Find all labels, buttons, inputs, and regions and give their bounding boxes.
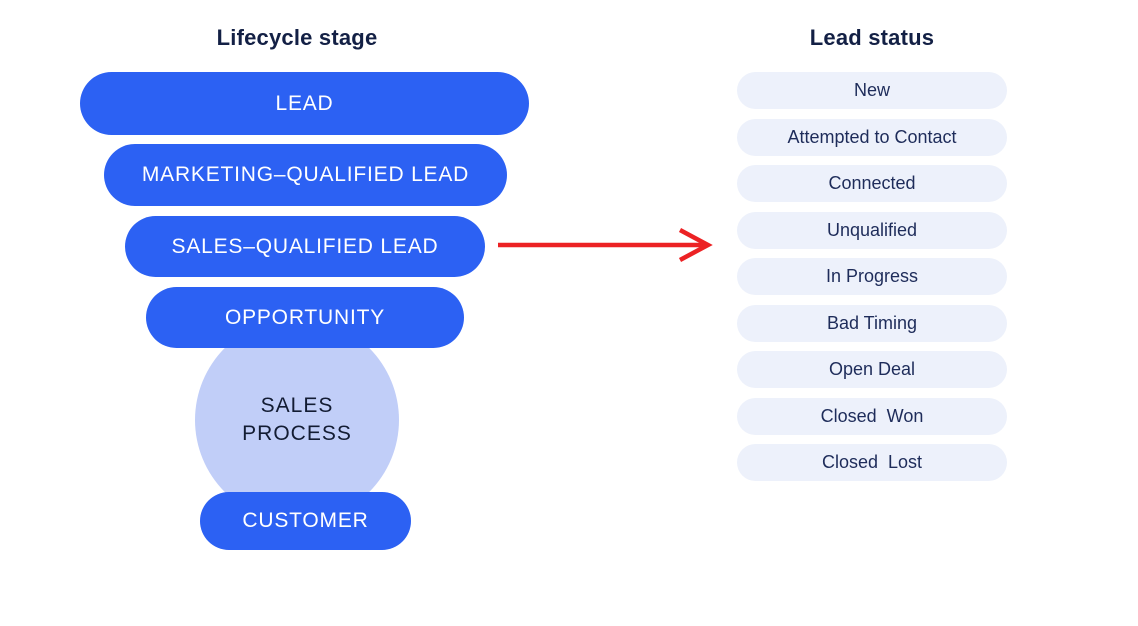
lifecycle-stage-title: Lifecycle stage xyxy=(216,25,378,50)
sales-process-line1: SALES xyxy=(260,394,334,417)
status-pill-attempted-to-contact: Attempted to Contact xyxy=(737,118,1007,156)
status-pill-open-deal: Open Deal xyxy=(737,351,1007,388)
funnel-stage-marketing-qualified-lead: MARKETING–QUALIFIED LEAD xyxy=(104,144,507,206)
lead-status-title: Lead status xyxy=(809,25,935,50)
status-pill-connected: Connected xyxy=(737,165,1007,202)
status-pill-bad-timing: Bad Timing xyxy=(737,304,1007,342)
status-pill-in-progress: In Progress xyxy=(737,258,1007,295)
sales-process-circle: SALES PROCESS xyxy=(195,318,399,522)
funnel-stage-lead: LEAD xyxy=(80,72,529,135)
funnel-stage-customer: CUSTOMER xyxy=(200,492,411,550)
status-pill-unqualified: Unqualified xyxy=(737,211,1007,249)
status-pill-new: New xyxy=(737,72,1007,109)
sales-process-line2: PROCESS xyxy=(242,422,352,445)
sales-process-label: SALES PROCESS xyxy=(242,392,352,448)
status-pill-closed-lost: Closed Lost xyxy=(737,444,1007,481)
status-pill-closed-won: Closed Won xyxy=(737,397,1007,435)
arrow-right-icon xyxy=(498,228,713,262)
funnel-stage-opportunity: OPPORTUNITY xyxy=(146,287,464,348)
funnel-stage-sales-qualified-lead: SALES–QUALIFIED LEAD xyxy=(125,216,485,277)
lead-status-list: New Attempted to Contact Connected Unqua… xyxy=(737,72,1007,481)
